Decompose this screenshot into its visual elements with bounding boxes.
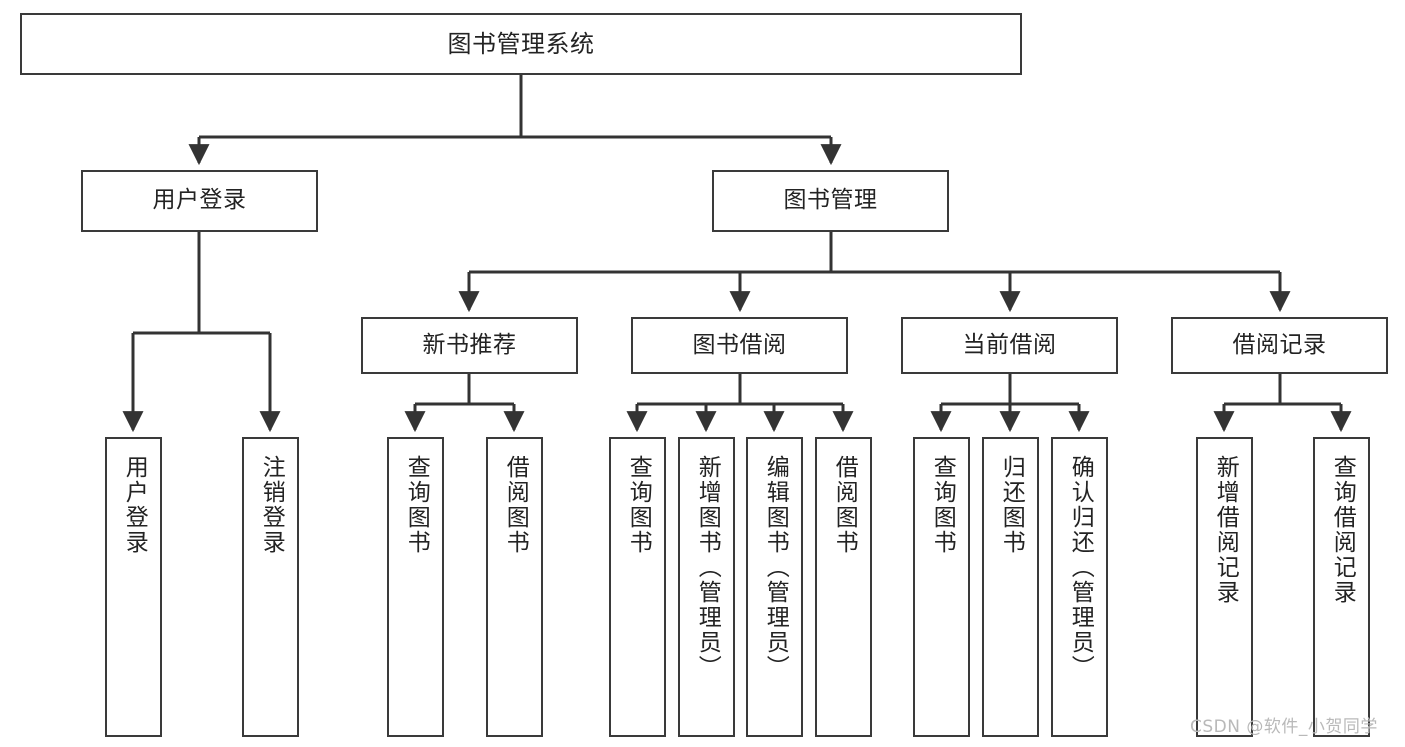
node-leaf-query-book-3[interactable]: 查询图书 <box>913 437 970 737</box>
node-borrow-record[interactable]: 借阅记录 <box>1171 317 1388 374</box>
node-book-borrow-label: 图书借阅 <box>692 331 787 358</box>
node-new-book-rec-label: 新书推荐 <box>422 331 517 358</box>
node-leaf-query-record-label: 查询借阅记录 <box>1329 455 1356 605</box>
node-leaf-logout[interactable]: 注销登录 <box>242 437 299 737</box>
node-root[interactable]: 图书管理系统 <box>20 13 1022 75</box>
node-leaf-logout-label: 注销登录 <box>258 455 285 555</box>
node-root-label: 图书管理系统 <box>447 29 595 58</box>
node-leaf-query-book-2-label: 查询图书 <box>625 455 652 555</box>
node-leaf-confirm-return-label: 确认归还（管理员） <box>1067 455 1094 680</box>
node-leaf-edit-book-label: 编辑图书（管理员） <box>762 455 789 680</box>
node-leaf-query-book-2[interactable]: 查询图书 <box>609 437 666 737</box>
node-leaf-query-book-1-label: 查询图书 <box>403 455 430 555</box>
node-leaf-borrow-book-1[interactable]: 借阅图书 <box>486 437 543 737</box>
node-leaf-user-login-label: 用户登录 <box>121 455 148 555</box>
node-leaf-add-record-label: 新增借阅记录 <box>1212 455 1239 605</box>
node-leaf-borrow-book-2[interactable]: 借阅图书 <box>815 437 872 737</box>
node-book-borrow[interactable]: 图书借阅 <box>631 317 848 374</box>
node-leaf-edit-book[interactable]: 编辑图书（管理员） <box>746 437 803 737</box>
node-leaf-user-login[interactable]: 用户登录 <box>105 437 162 737</box>
node-leaf-query-book-1[interactable]: 查询图书 <box>387 437 444 737</box>
node-leaf-query-record[interactable]: 查询借阅记录 <box>1313 437 1370 737</box>
node-leaf-borrow-book-2-label: 借阅图书 <box>831 455 858 555</box>
node-new-book-rec[interactable]: 新书推荐 <box>361 317 578 374</box>
node-user-login[interactable]: 用户登录 <box>81 170 318 232</box>
node-current-borrow-label: 当前借阅 <box>962 331 1057 358</box>
node-user-login-label: 用户登录 <box>152 187 247 214</box>
node-borrow-record-label: 借阅记录 <box>1232 331 1327 358</box>
node-leaf-return-book[interactable]: 归还图书 <box>982 437 1039 737</box>
node-leaf-return-book-label: 归还图书 <box>998 455 1025 555</box>
node-leaf-add-book[interactable]: 新增图书（管理员） <box>678 437 735 737</box>
node-book-manage[interactable]: 图书管理 <box>712 170 949 232</box>
node-current-borrow[interactable]: 当前借阅 <box>901 317 1118 374</box>
node-book-manage-label: 图书管理 <box>783 187 878 214</box>
node-leaf-add-book-label: 新增图书（管理员） <box>694 455 721 680</box>
node-leaf-add-record[interactable]: 新增借阅记录 <box>1196 437 1253 737</box>
node-leaf-query-book-3-label: 查询图书 <box>929 455 956 555</box>
node-leaf-confirm-return[interactable]: 确认归还（管理员） <box>1051 437 1108 737</box>
node-leaf-borrow-book-1-label: 借阅图书 <box>502 455 529 555</box>
